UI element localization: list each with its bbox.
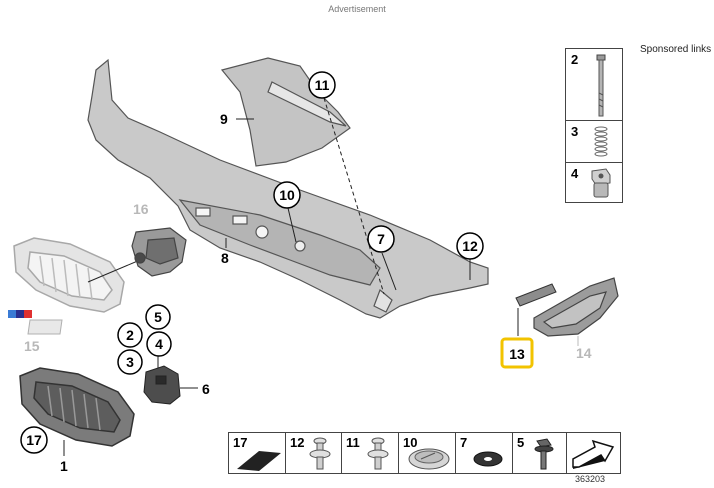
callout-10[interactable]: 10	[273, 181, 301, 209]
callout-2[interactable]: 2	[117, 322, 143, 348]
legend-num: 12	[290, 435, 305, 450]
callout-11[interactable]: 11	[308, 71, 336, 99]
plug-cap-icon	[408, 448, 450, 470]
bolt-icon	[596, 54, 606, 117]
hardware-cell-bolt[interactable]: 2	[566, 49, 622, 121]
kidney-grille-lower-part[interactable]	[19, 367, 135, 447]
svg-text:11: 11	[315, 77, 330, 93]
callout-5[interactable]: 5	[145, 304, 171, 330]
callout-6[interactable]: 6	[202, 381, 210, 397]
kidney-grille-upper-part[interactable]	[13, 237, 125, 313]
fastener-legend: 17 12 11 10 7	[228, 432, 621, 474]
hardware-cell-spring[interactable]: 3	[566, 121, 622, 163]
callout-13-highlighted[interactable]: 13	[500, 337, 534, 369]
svg-text:10: 10	[279, 187, 295, 203]
hardware-box: 2 3 4	[565, 48, 623, 203]
callout-12[interactable]: 12	[456, 232, 484, 260]
svg-text:4: 4	[155, 336, 163, 352]
legend-cell-11[interactable]: 11	[342, 433, 399, 473]
svg-text:3: 3	[126, 354, 134, 370]
callout-16[interactable]: 16	[133, 201, 149, 217]
legend-cell-10[interactable]: 10	[399, 433, 456, 473]
callout-8[interactable]: 8	[221, 250, 229, 266]
callout-1[interactable]: 1	[60, 458, 68, 474]
screw-icon	[534, 438, 554, 470]
hardware-num: 3	[571, 124, 579, 139]
legend-cell-5[interactable]: 5	[513, 433, 567, 473]
m5-badge-part[interactable]	[8, 310, 63, 335]
hardware-num: 2	[571, 52, 579, 67]
foam-pad-icon	[237, 451, 281, 471]
legend-cell-12[interactable]: 12	[286, 433, 342, 473]
legend-num: 11	[346, 435, 360, 450]
cowl-cover-part[interactable]	[220, 57, 351, 167]
svg-text:5: 5	[154, 309, 162, 325]
leader-line-11	[323, 97, 385, 295]
svg-text:12: 12	[462, 238, 478, 254]
callout-4[interactable]: 4	[146, 331, 172, 357]
callout-7[interactable]: 7	[367, 225, 395, 253]
svg-text:17: 17	[26, 432, 42, 448]
leader-line-10	[287, 207, 297, 243]
rivet-clip-icon	[367, 437, 389, 470]
washer-icon	[473, 451, 503, 467]
svg-text:2: 2	[126, 327, 134, 343]
legend-cell-17[interactable]: 17	[229, 433, 286, 473]
legend-num: 17	[233, 435, 248, 450]
svg-text:7: 7	[377, 231, 385, 247]
leader-line-16	[87, 259, 141, 283]
leader-line-7	[381, 252, 397, 291]
trim-cover-part[interactable]	[533, 277, 619, 337]
callout-17[interactable]: 17	[20, 426, 48, 454]
svg-text:13: 13	[509, 346, 525, 362]
push-clip-icon	[309, 437, 331, 470]
callout-15[interactable]: 15	[24, 338, 40, 354]
hardware-num: 4	[571, 166, 579, 181]
camera-bracket-part[interactable]	[131, 227, 187, 277]
diagram-reference-number: 363203	[575, 474, 606, 484]
nut-icon	[591, 168, 611, 198]
callout-3[interactable]: 3	[117, 349, 143, 375]
seal-strip-part[interactable]	[515, 283, 557, 336]
arrow-pointer-icon	[572, 439, 615, 469]
advertisement-label: Advertisement	[328, 4, 386, 14]
sponsored-links-label[interactable]: Sponsored links	[640, 44, 712, 55]
callout-14[interactable]: 14	[576, 345, 592, 361]
spring-icon	[594, 126, 608, 157]
callout-9[interactable]: 9	[220, 111, 228, 127]
legend-cell-7[interactable]: 7	[456, 433, 513, 473]
legend-num: 5	[517, 435, 525, 450]
legend-num: 10	[403, 435, 418, 450]
legend-cell-arrow[interactable]	[567, 433, 620, 473]
clip-part[interactable]	[143, 365, 181, 405]
legend-num: 7	[460, 435, 468, 450]
hardware-cell-nut[interactable]: 4	[566, 163, 622, 202]
